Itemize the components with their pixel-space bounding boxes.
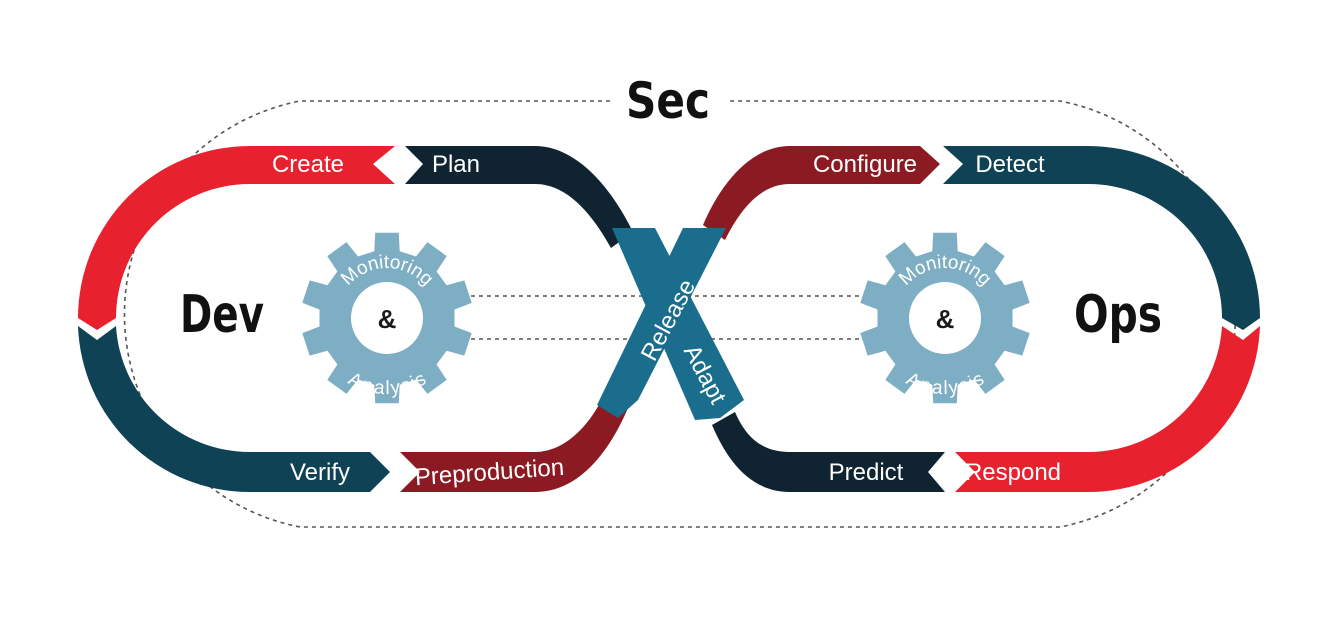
sec-title: Sec — [626, 72, 710, 130]
segment-verify — [78, 326, 390, 493]
segment-preproduction — [400, 395, 628, 492]
ops-label: Ops — [1074, 285, 1162, 345]
predict-label: Predict — [829, 459, 904, 486]
gear-right-ampersand: & — [936, 304, 955, 334]
respond-label: Respond — [965, 459, 1061, 486]
configure-label: Configure — [813, 151, 917, 178]
segment-predict — [712, 412, 945, 492]
gear-left: Monitoring Analysis & — [302, 232, 472, 404]
segment-configure — [703, 146, 940, 240]
plan-label: Plan — [432, 151, 480, 178]
detect-label: Detect — [975, 151, 1045, 178]
segment-respond — [955, 326, 1260, 493]
dev-label: Dev — [180, 285, 264, 345]
segment-detect — [943, 146, 1260, 330]
verify-label: Verify — [290, 459, 350, 486]
segment-create — [78, 146, 395, 330]
create-label: Create — [272, 151, 344, 178]
segment-plan — [405, 146, 633, 248]
gear-left-ampersand: & — [378, 304, 397, 334]
gear-right: Monitoring Analysis & — [860, 232, 1030, 404]
